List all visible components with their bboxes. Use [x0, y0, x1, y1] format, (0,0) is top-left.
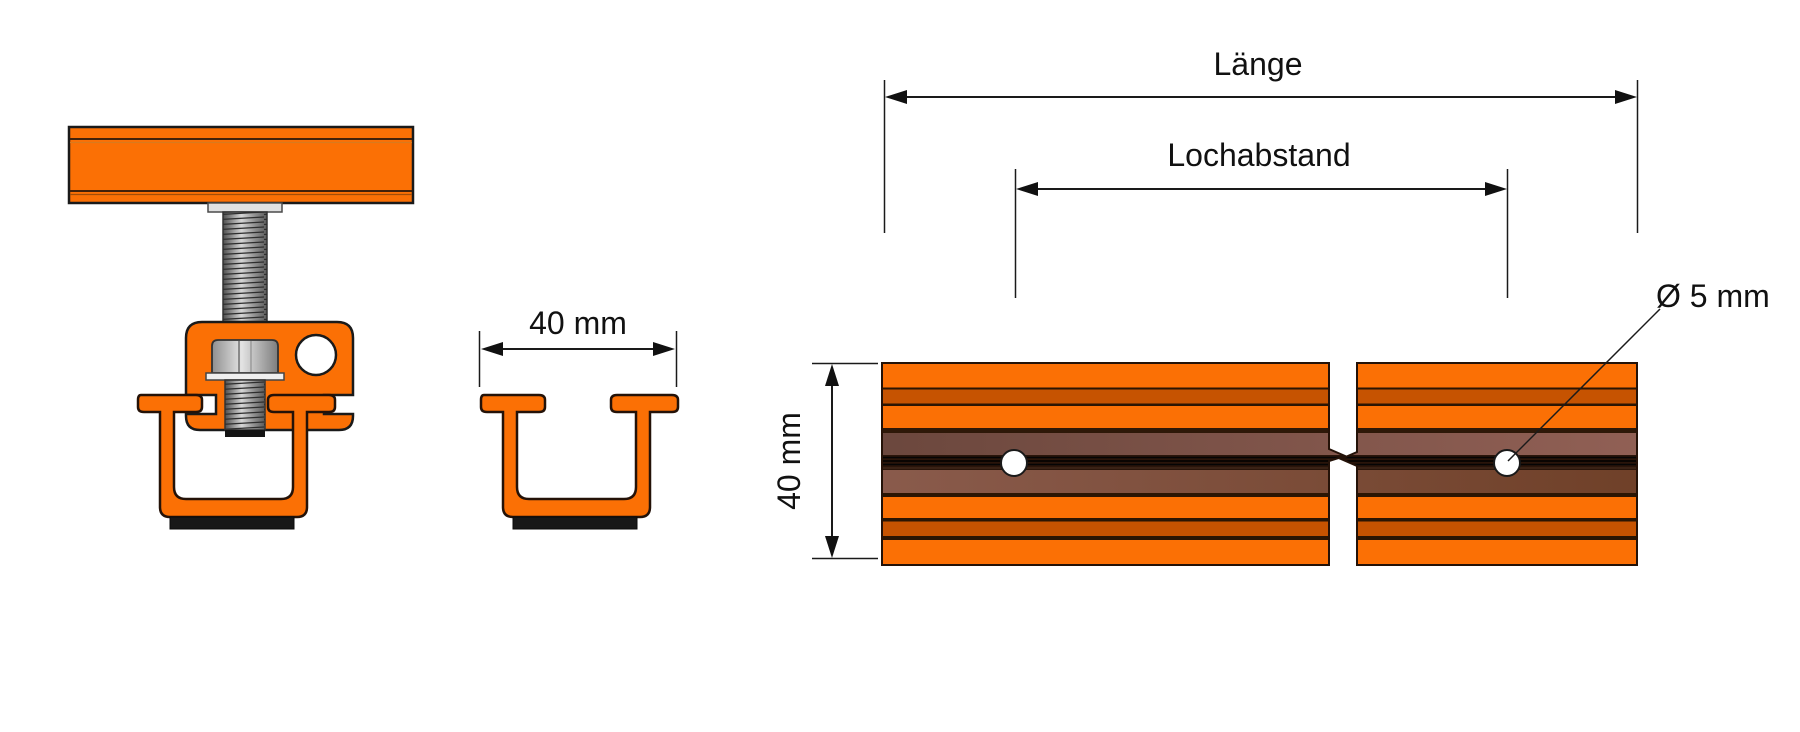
- rail-segment-left-outline: [881, 362, 1348, 566]
- arrowhead-left: [885, 90, 907, 104]
- hole-diameter-callout: Ø 5 mm: [1507, 278, 1770, 462]
- arrowhead-right: [1485, 182, 1507, 196]
- leader-line: [1507, 308, 1661, 462]
- length-dimension: Länge: [883, 46, 1639, 233]
- height-dimension: 40 mm: [771, 362, 878, 560]
- threaded-rod-lower: [224, 379, 266, 437]
- channel-profile-middle: [479, 393, 680, 531]
- rail-body: [881, 362, 1638, 566]
- arrowhead-down: [825, 536, 839, 558]
- hole-spacing-dimension: Lochabstand: [1014, 137, 1509, 298]
- threaded-rod-upper: [222, 211, 268, 329]
- hex-nut: [211, 339, 279, 374]
- arrowhead-left: [481, 342, 503, 356]
- rail-bands: [882, 363, 1637, 565]
- arrowhead-up: [825, 364, 839, 386]
- clamp-assembly-view: [67, 125, 415, 531]
- rail-hole-left: [1000, 449, 1028, 477]
- clamp-hole: [294, 333, 338, 377]
- rail-side-view: Länge Lochabstand: [771, 46, 1770, 566]
- arrowhead-left: [1016, 182, 1038, 196]
- height-label: 40 mm: [771, 412, 807, 510]
- length-label: Länge: [1214, 46, 1303, 82]
- rail-segment-right-outline: [1338, 362, 1638, 566]
- top-washer: [207, 202, 283, 213]
- top-profile-bar: [67, 125, 415, 205]
- rail-cross-section-view: 40 mm: [478, 305, 680, 531]
- arrowhead-right: [653, 342, 675, 356]
- width-dimension: [478, 331, 678, 387]
- cross-section-width-label: 40 mm: [529, 305, 627, 341]
- nut-washer: [205, 372, 285, 381]
- hole-spacing-label: Lochabstand: [1167, 137, 1350, 173]
- arrowhead-right: [1615, 90, 1637, 104]
- hole-diameter-label: Ø 5 mm: [1656, 278, 1770, 314]
